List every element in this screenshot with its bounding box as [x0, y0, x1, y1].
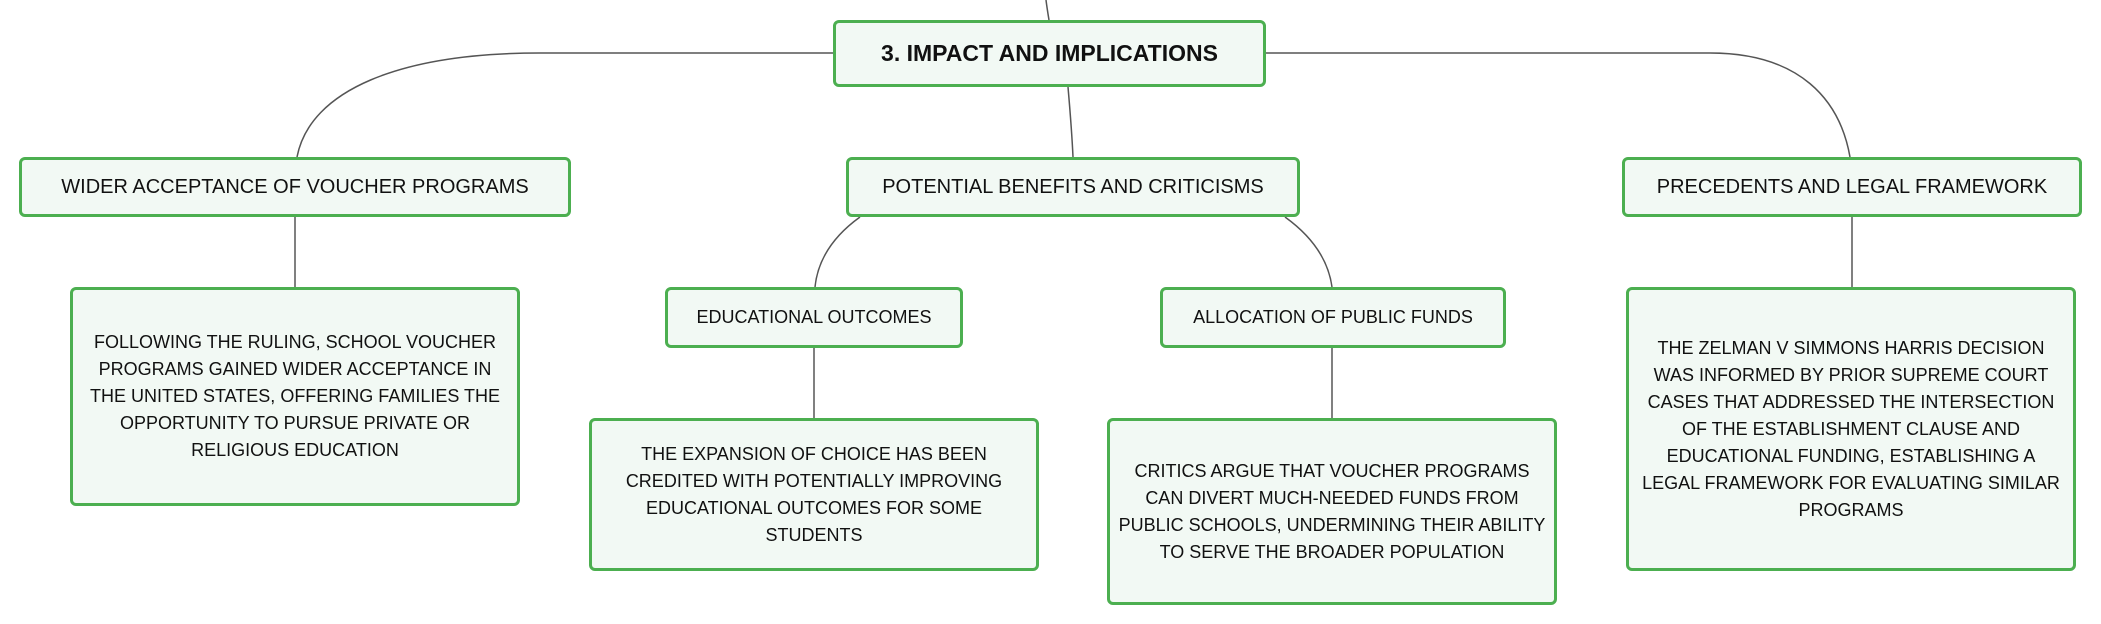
branch-node-label: POTENTIAL BENEFITS AND CRITICISMS: [882, 175, 1264, 198]
sub-node-educational-outcomes[interactable]: EDUCATIONAL OUTCOMES: [665, 287, 963, 348]
detail-node-wider-acceptance[interactable]: FOLLOWING THE RULING, SCHOOL VOUCHER PRO…: [70, 287, 520, 506]
branch-node-label: WIDER ACCEPTANCE OF VOUCHER PROGRAMS: [61, 175, 529, 198]
connector-incoming: [1045, 0, 1050, 21]
detail-text: FOLLOWING THE RULING, SCHOOL VOUCHER PRO…: [89, 332, 501, 460]
branch-node-benefits-criticisms[interactable]: POTENTIAL BENEFITS AND CRITICISMS: [846, 157, 1300, 217]
root-node-label: 3. IMPACT AND IMPLICATIONS: [881, 40, 1218, 66]
connector-root-to-wider-acceptance: [296, 52, 833, 158]
branch-node-wider-acceptance[interactable]: WIDER ACCEPTANCE OF VOUCHER PROGRAMS: [19, 157, 571, 217]
detail-text: CRITICS ARGUE THAT VOUCHER PROGRAMS CAN …: [1118, 460, 1546, 562]
detail-node-allocation-funds[interactable]: CRITICS ARGUE THAT VOUCHER PROGRAMS CAN …: [1107, 418, 1557, 605]
connector-benefits-to-educational-outcomes: [814, 216, 861, 288]
connector-root-to-precedents: [1266, 52, 1851, 158]
branch-node-precedents[interactable]: PRECEDENTS AND LEGAL FRAMEWORK: [1622, 157, 2082, 217]
connector-root-to-benefits-criticisms: [1067, 86, 1074, 158]
detail-text: THE EXPANSION OF CHOICE HAS BEEN CREDITE…: [625, 443, 1003, 545]
detail-node-precedents[interactable]: THE ZELMAN V SIMMONS HARRIS DECISION WAS…: [1626, 287, 2076, 571]
connector-benefits-to-allocation-funds: [1284, 216, 1333, 288]
sub-node-label: EDUCATIONAL OUTCOMES: [696, 307, 932, 327]
sub-node-allocation-funds[interactable]: ALLOCATION OF PUBLIC FUNDS: [1160, 287, 1506, 348]
root-node[interactable]: 3. IMPACT AND IMPLICATIONS: [833, 20, 1266, 87]
detail-node-educational-outcomes[interactable]: THE EXPANSION OF CHOICE HAS BEEN CREDITE…: [589, 418, 1039, 571]
detail-text: THE ZELMAN V SIMMONS HARRIS DECISION WAS…: [1642, 337, 2060, 520]
branch-node-label: PRECEDENTS AND LEGAL FRAMEWORK: [1656, 175, 2048, 198]
sub-node-label: ALLOCATION OF PUBLIC FUNDS: [1193, 307, 1473, 327]
